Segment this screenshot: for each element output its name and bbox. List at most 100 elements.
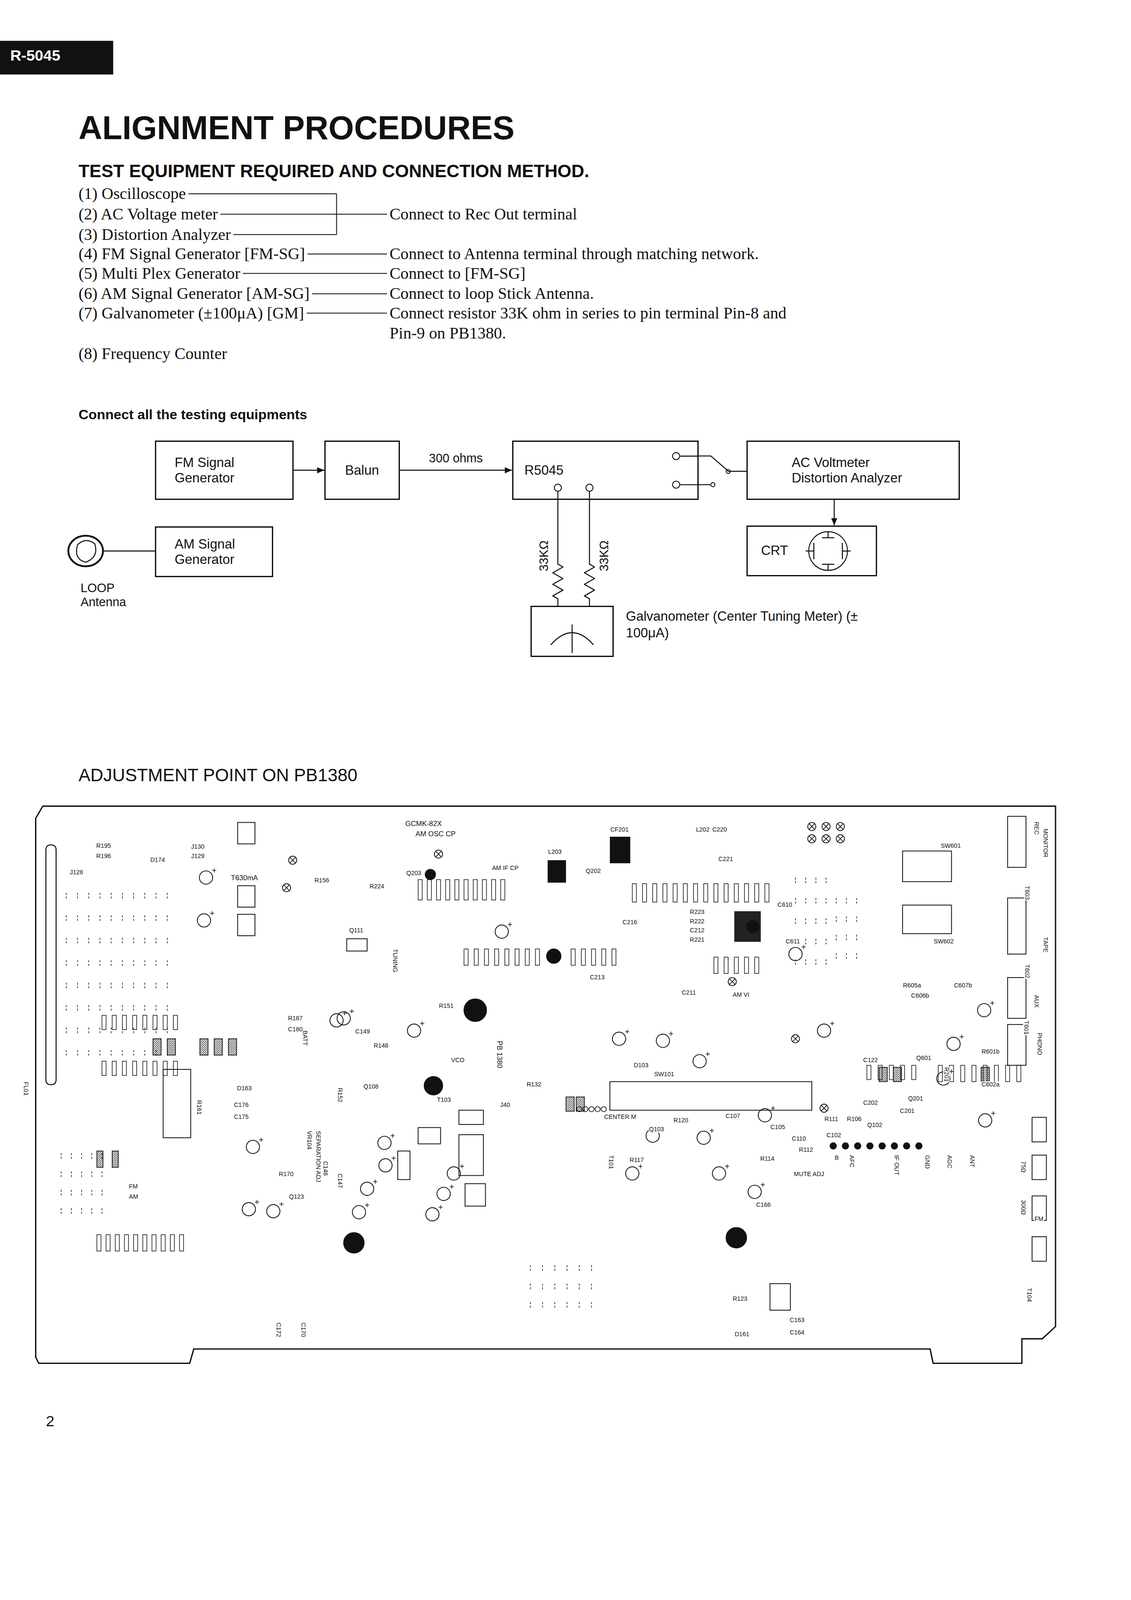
jumper-wire [99, 982, 100, 990]
jumper-wire [805, 959, 806, 967]
deflection-lead [827, 531, 829, 538]
polarity-mark [367, 1202, 368, 1207]
terminal [672, 452, 680, 460]
jumper-wire [144, 937, 146, 945]
polarity-mark [961, 1034, 962, 1039]
resistor [491, 879, 496, 900]
jumper-wire [566, 1283, 568, 1291]
jumper-wire [542, 1283, 543, 1291]
resistor [724, 956, 729, 974]
jumper-wire [99, 892, 100, 901]
jumper-wire [856, 897, 857, 905]
polarity-mark [626, 1029, 628, 1034]
capacitor [407, 1023, 421, 1038]
part-label: R223 [689, 908, 705, 916]
jumper-wire [122, 982, 123, 990]
resistor [683, 883, 688, 902]
crt-screen [808, 531, 848, 571]
capacitor [437, 1186, 451, 1201]
polarity-mark [422, 1021, 423, 1026]
connector [830, 499, 837, 526]
jumper-wire [88, 1049, 89, 1058]
equipment-list-item: Connect to loop Stick Antenna. [389, 283, 595, 304]
connector [293, 466, 325, 473]
arrowhead [317, 466, 325, 473]
part-label: C163 [789, 1316, 805, 1324]
pin-hole [582, 1106, 589, 1112]
jumper-wire [88, 959, 89, 968]
test-point [822, 822, 831, 831]
leader-line [306, 312, 388, 314]
part-label: R106 [846, 1115, 862, 1123]
test-point [282, 883, 291, 892]
resistor [581, 948, 586, 965]
part-label: R222 [689, 918, 705, 925]
jumper-wire [815, 959, 817, 967]
polarity-mark [951, 1069, 952, 1074]
part-label: C216 [622, 918, 638, 926]
resistor [463, 948, 469, 965]
part-label: SW601 [940, 842, 962, 849]
jumper-wire [166, 982, 168, 990]
part-label: C610 [777, 901, 793, 908]
jumper-wire [110, 1004, 112, 1012]
trimmer [343, 1232, 365, 1253]
jumper-wire [144, 982, 146, 990]
trimmer [424, 1076, 443, 1095]
capacitor [947, 1037, 961, 1051]
resistor [163, 1014, 168, 1029]
jumper-wire [77, 959, 78, 968]
diode [214, 1038, 223, 1055]
component-outline [418, 1127, 441, 1144]
resistor [734, 883, 739, 902]
part-label: GND [924, 1154, 931, 1169]
polarity-mark [211, 911, 213, 916]
part-label: L203 [547, 848, 563, 855]
part-label: R161 [195, 1099, 203, 1115]
part-label: MONITOR [1042, 827, 1049, 858]
test-point-cross [821, 1104, 827, 1111]
jumper-wire [110, 892, 112, 901]
part-label: C606b [910, 992, 930, 999]
resistor [994, 1064, 999, 1082]
jumper-wire [133, 1004, 134, 1012]
resistor [179, 1234, 184, 1251]
diode [565, 1096, 575, 1111]
pin-hole [594, 1106, 601, 1112]
part-label: Q201 [907, 1095, 924, 1102]
resistor [515, 948, 520, 965]
resistor [170, 1234, 175, 1251]
jumper-wire [530, 1265, 531, 1273]
resistor [96, 1234, 102, 1251]
capacitor [197, 913, 211, 927]
leader-line [242, 272, 388, 274]
part-label: T602 [1023, 963, 1031, 979]
capacitor [329, 1013, 344, 1027]
box-label: AM Signal Generator [174, 536, 272, 567]
resistor [724, 883, 729, 902]
resistor [112, 1014, 117, 1029]
test-point [288, 855, 297, 864]
pin-hole [576, 1106, 582, 1112]
diode [96, 1150, 103, 1167]
part-label: C122 [862, 1056, 879, 1064]
polarity-mark [281, 1201, 282, 1207]
jumper-wire [805, 918, 806, 926]
jumper-wire [591, 1283, 592, 1291]
resistor [1016, 1064, 1021, 1082]
part-label: R132 [526, 1081, 542, 1088]
box-label: FM Signal Generator [174, 454, 272, 486]
terminal [672, 480, 680, 489]
jumper-wire [99, 1049, 100, 1058]
part-label: T101 [607, 1154, 615, 1170]
part-label: T104 [1026, 1287, 1033, 1303]
test-point-cross [808, 823, 815, 829]
connector-line [584, 499, 595, 607]
jumper-wire [825, 918, 827, 926]
jumper-wire [77, 892, 78, 901]
resistor [463, 879, 469, 900]
part-label: D163 [236, 1084, 252, 1092]
connector [698, 455, 747, 472]
polarity-mark [260, 1137, 262, 1142]
wire [679, 483, 712, 485]
